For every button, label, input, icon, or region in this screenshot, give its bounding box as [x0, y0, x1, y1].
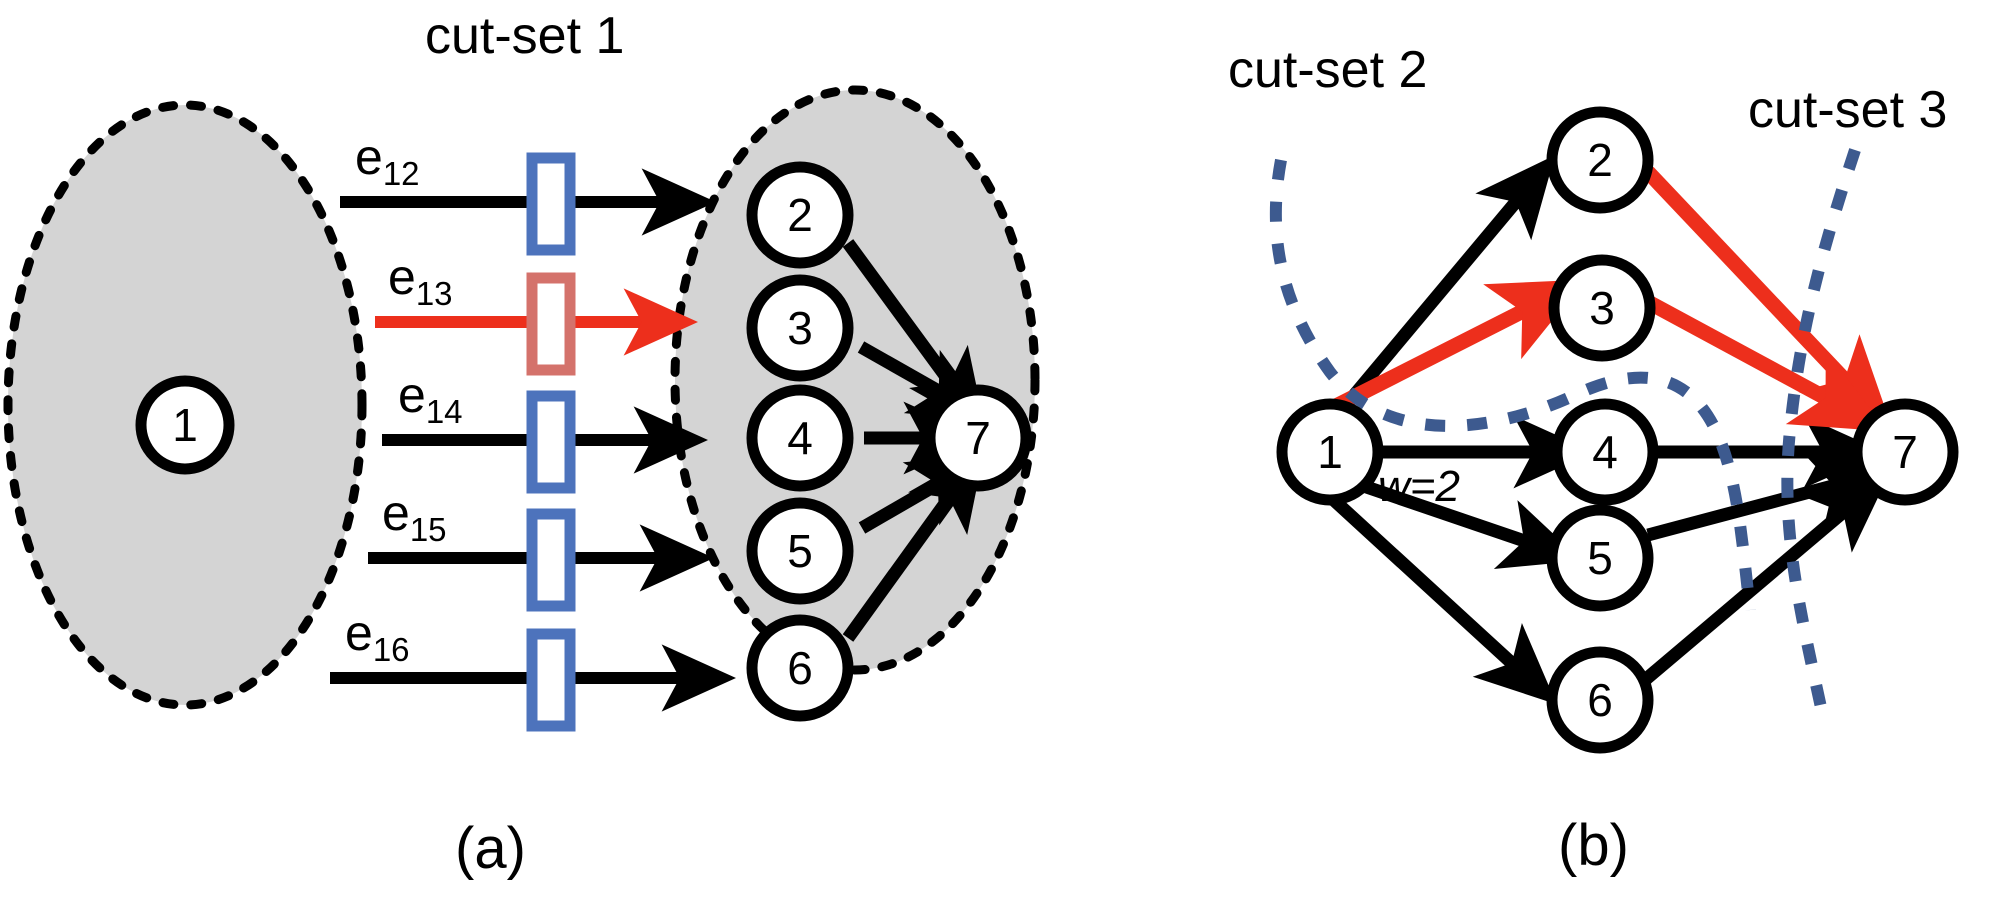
node-6-a[interactable]: 6 [746, 614, 854, 722]
node-3-a[interactable]: 3 [746, 274, 854, 382]
node-5-b[interactable]: 5 [1546, 504, 1654, 612]
cut-gate-e16 [526, 628, 576, 732]
edge-weight-label: w=2 [1378, 462, 1460, 512]
node-2-b-label: 2 [1587, 134, 1613, 186]
node-7-a-label: 7 [965, 412, 991, 464]
edge-1-2-b [1330, 155, 1556, 423]
node-6-b[interactable]: 6 [1546, 646, 1654, 754]
node-7-a[interactable]: 7 [924, 384, 1032, 492]
node-7-b[interactable]: 7 [1851, 398, 1959, 506]
node-4-a-label: 4 [787, 412, 813, 464]
node-4-a[interactable]: 4 [746, 384, 854, 492]
cut-set-2-curve [1269, 158, 1756, 611]
edge-6-7-b [1640, 472, 1890, 685]
sink-group-ellipse [670, 85, 1040, 675]
edge-label-e12: e12 [355, 128, 420, 193]
node-4-b[interactable]: 4 [1551, 398, 1659, 506]
panel-a-caption: (a) [455, 816, 526, 881]
cut-gate-e14 [526, 390, 576, 494]
node-1-a[interactable]: 1 [135, 375, 235, 475]
cut-set-2-label: cut-set 2 [1228, 41, 1428, 99]
cut-gate-e15 [526, 508, 576, 612]
node-3-b[interactable]: 3 [1548, 254, 1656, 362]
cut-set-3-label: cut-set 3 [1748, 81, 1948, 139]
edge-1-3-b-red [1328, 279, 1586, 415]
node-5-a-label: 5 [787, 525, 813, 577]
edge-1-6-b [1320, 487, 1557, 705]
edge-label-e13-base: e [388, 249, 416, 305]
edge-label-e13: e13 [388, 248, 453, 313]
node-1-a-label: 1 [172, 399, 198, 451]
node-2-a-label: 2 [787, 189, 813, 241]
node-2-a[interactable]: 2 [746, 161, 854, 269]
edge-label-e16-base: e [345, 605, 373, 661]
panel-a-group: 1 2 3 4 5 6 7 [3, 85, 1040, 732]
edge-weight-symbol: w [1378, 462, 1410, 511]
edge-1-5-b [1337, 471, 1582, 570]
panel-b-caption: (b) [1558, 813, 1629, 878]
edge-label-e14-base: e [398, 367, 426, 423]
edge-label-e12-base: e [355, 129, 383, 185]
edge-weight-value: =2 [1409, 462, 1460, 511]
panel-b-group: 1 2 3 4 5 6 7 [1269, 106, 1959, 754]
edge-label-e14-sub: 14 [425, 393, 463, 430]
edge-label-e14: e14 [398, 366, 463, 431]
node-1-b[interactable]: 1 [1276, 398, 1384, 506]
cut-gate-e13 [526, 272, 576, 376]
node-7-b-label: 7 [1892, 426, 1918, 478]
node-5-a[interactable]: 5 [746, 497, 854, 605]
edge-label-e13-sub: 13 [415, 275, 453, 312]
edge-label-e16: e16 [345, 604, 410, 669]
edge-label-e15: e15 [382, 484, 447, 549]
edge-label-e15-sub: 15 [409, 511, 447, 548]
cut-set-3-curve [1781, 148, 1861, 714]
node-6-a-label: 6 [787, 642, 813, 694]
cut-gate-e12 [526, 152, 576, 256]
edge-label-e15-base: e [382, 485, 410, 541]
edge-6-7-a [842, 448, 985, 642]
node-2-b[interactable]: 2 [1546, 106, 1654, 214]
edge-3-7-a [857, 341, 992, 422]
edge-label-e16-sub: 16 [372, 631, 410, 668]
node-6-b-label: 6 [1587, 674, 1613, 726]
edge-label-e12-sub: 12 [382, 155, 420, 192]
node-3-b-label: 3 [1589, 282, 1615, 334]
node-3-a-label: 3 [787, 302, 813, 354]
edge-3-7-b-red [1646, 296, 1888, 432]
cut-set-1-label: cut-set 1 [425, 7, 625, 65]
node-4-b-label: 4 [1592, 426, 1618, 478]
node-1-b-label: 1 [1317, 426, 1343, 478]
node-5-b-label: 5 [1587, 532, 1613, 584]
